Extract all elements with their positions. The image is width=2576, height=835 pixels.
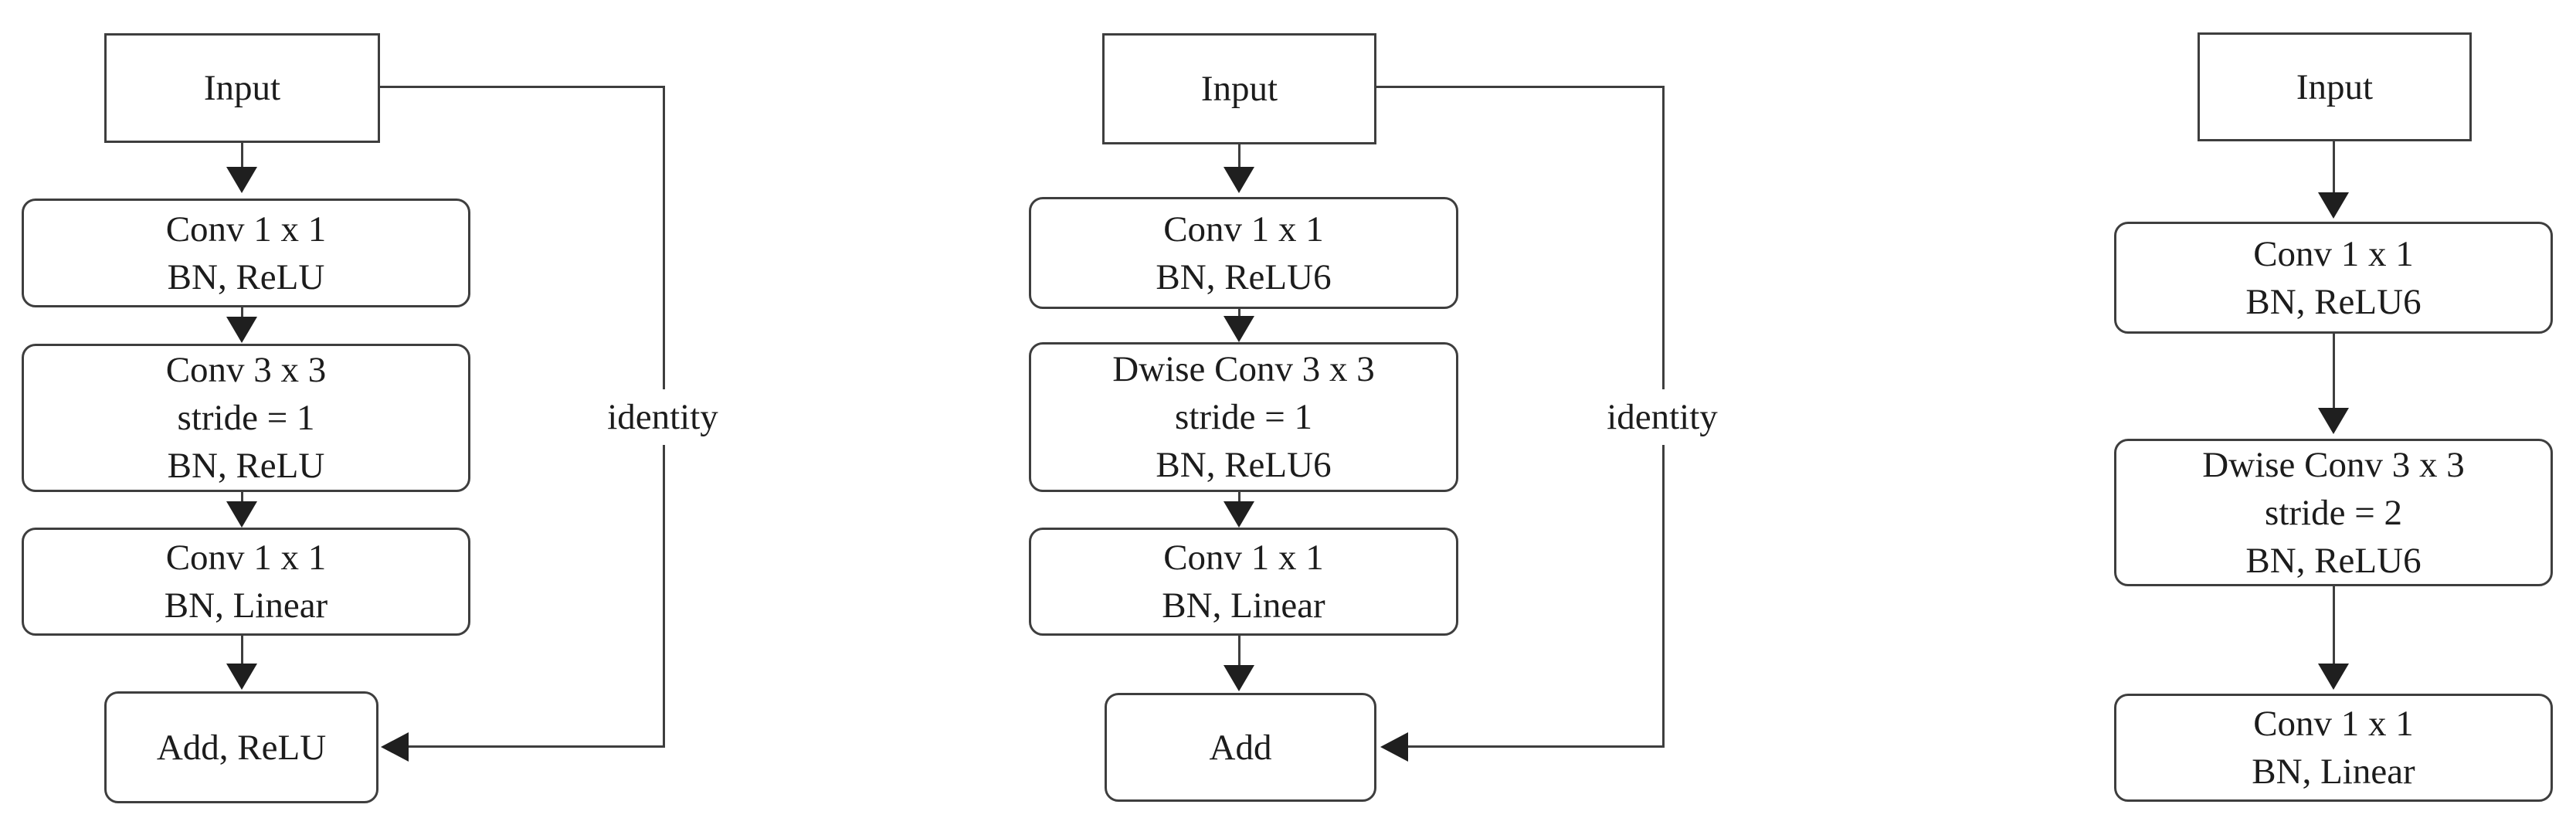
block-line: Conv 1 x 1 bbox=[165, 209, 327, 249]
flow-line bbox=[1238, 636, 1240, 665]
conv1x1-relu-node: Conv 1 x 1 BN, ReLU bbox=[22, 199, 470, 307]
conv1x1-linear-node: Conv 1 x 1 BN, Linear bbox=[22, 528, 470, 636]
skip-connection-line bbox=[409, 745, 665, 748]
input-label: Input bbox=[1200, 69, 1278, 109]
block-line: stride = 1 bbox=[177, 398, 315, 438]
output-label: Add bbox=[1209, 727, 1272, 768]
block-line: BN, ReLU6 bbox=[2245, 281, 2422, 322]
flow-line bbox=[2333, 141, 2335, 192]
down-arrow-icon bbox=[1224, 665, 1254, 691]
block-line: Conv 1 x 1 bbox=[2253, 704, 2414, 744]
down-arrow-icon bbox=[226, 317, 257, 343]
skip-connection-line bbox=[1408, 745, 1665, 748]
block-line: BN, ReLU bbox=[167, 446, 325, 486]
conv1x1-linear-node: Conv 1 x 1 BN, Linear bbox=[2114, 694, 2553, 802]
block-line: BN, ReLU6 bbox=[1156, 445, 1332, 485]
flow-line bbox=[1238, 144, 1240, 167]
conv1x1-relu6-node: Conv 1 x 1 BN, ReLU6 bbox=[1029, 197, 1458, 309]
block-line: stride = 2 bbox=[2265, 492, 2402, 533]
conv1x1-linear-node: Conv 1 x 1 BN, Linear bbox=[1029, 528, 1458, 636]
block-line: Conv 1 x 1 bbox=[2253, 233, 2414, 274]
flow-line bbox=[1238, 492, 1240, 501]
block-line: BN, ReLU bbox=[167, 256, 325, 297]
down-arrow-icon bbox=[1224, 501, 1254, 528]
block-line: Dwise Conv 3 x 3 bbox=[2202, 444, 2465, 485]
flow-line bbox=[1238, 309, 1240, 316]
input-node: Input bbox=[2198, 32, 2472, 141]
block-line: Conv 1 x 1 bbox=[165, 538, 327, 578]
skip-connection-line bbox=[1376, 86, 1665, 88]
down-arrow-icon bbox=[1224, 316, 1254, 342]
input-label: Input bbox=[203, 68, 281, 108]
down-arrow-icon bbox=[226, 501, 257, 528]
flow-line bbox=[241, 492, 243, 501]
dwise-conv3x3-stride1-node: Dwise Conv 3 x 3 stride = 1 BN, ReLU6 bbox=[1029, 342, 1458, 492]
block-line: BN, ReLU6 bbox=[1156, 256, 1332, 297]
block-line: Conv 1 x 1 bbox=[1163, 209, 1324, 249]
conv3x3-stride1-node: Conv 3 x 3 stride = 1 BN, ReLU bbox=[22, 344, 470, 492]
identity-label: identity bbox=[593, 389, 732, 445]
block-line: BN, ReLU6 bbox=[2245, 540, 2422, 581]
left-arrow-icon bbox=[381, 732, 409, 762]
block-line: Dwise Conv 3 x 3 bbox=[1112, 349, 1375, 389]
flow-line bbox=[2333, 334, 2335, 408]
block-line: Conv 1 x 1 bbox=[1163, 538, 1324, 578]
input-node: Input bbox=[1102, 33, 1376, 144]
block-line: BN, Linear bbox=[1162, 586, 1325, 626]
block-line: BN, Linear bbox=[2252, 752, 2415, 792]
down-arrow-icon bbox=[226, 167, 257, 193]
conv1x1-relu6-node: Conv 1 x 1 BN, ReLU6 bbox=[2114, 222, 2553, 334]
skip-connection-line bbox=[380, 86, 665, 88]
output-label: Add, ReLU bbox=[156, 727, 327, 768]
down-arrow-icon bbox=[2318, 664, 2349, 690]
flow-line bbox=[241, 636, 243, 665]
add-node: Add bbox=[1105, 693, 1376, 802]
flow-line bbox=[2333, 586, 2335, 664]
flow-line bbox=[241, 307, 243, 317]
down-arrow-icon bbox=[2318, 192, 2349, 219]
input-label: Input bbox=[2296, 66, 2374, 107]
identity-label: identity bbox=[1593, 389, 1732, 445]
flow-line bbox=[241, 143, 243, 167]
down-arrow-icon bbox=[226, 664, 257, 690]
input-node: Input bbox=[104, 33, 380, 143]
left-arrow-icon bbox=[1380, 732, 1408, 762]
block-line: BN, Linear bbox=[164, 586, 328, 626]
down-arrow-icon bbox=[2318, 408, 2349, 434]
dwise-conv3x3-stride2-node: Dwise Conv 3 x 3 stride = 2 BN, ReLU6 bbox=[2114, 439, 2553, 586]
down-arrow-icon bbox=[1224, 167, 1254, 193]
block-line: Conv 3 x 3 bbox=[165, 350, 327, 390]
block-line: stride = 1 bbox=[1175, 397, 1312, 437]
add-relu-node: Add, ReLU bbox=[104, 691, 378, 803]
